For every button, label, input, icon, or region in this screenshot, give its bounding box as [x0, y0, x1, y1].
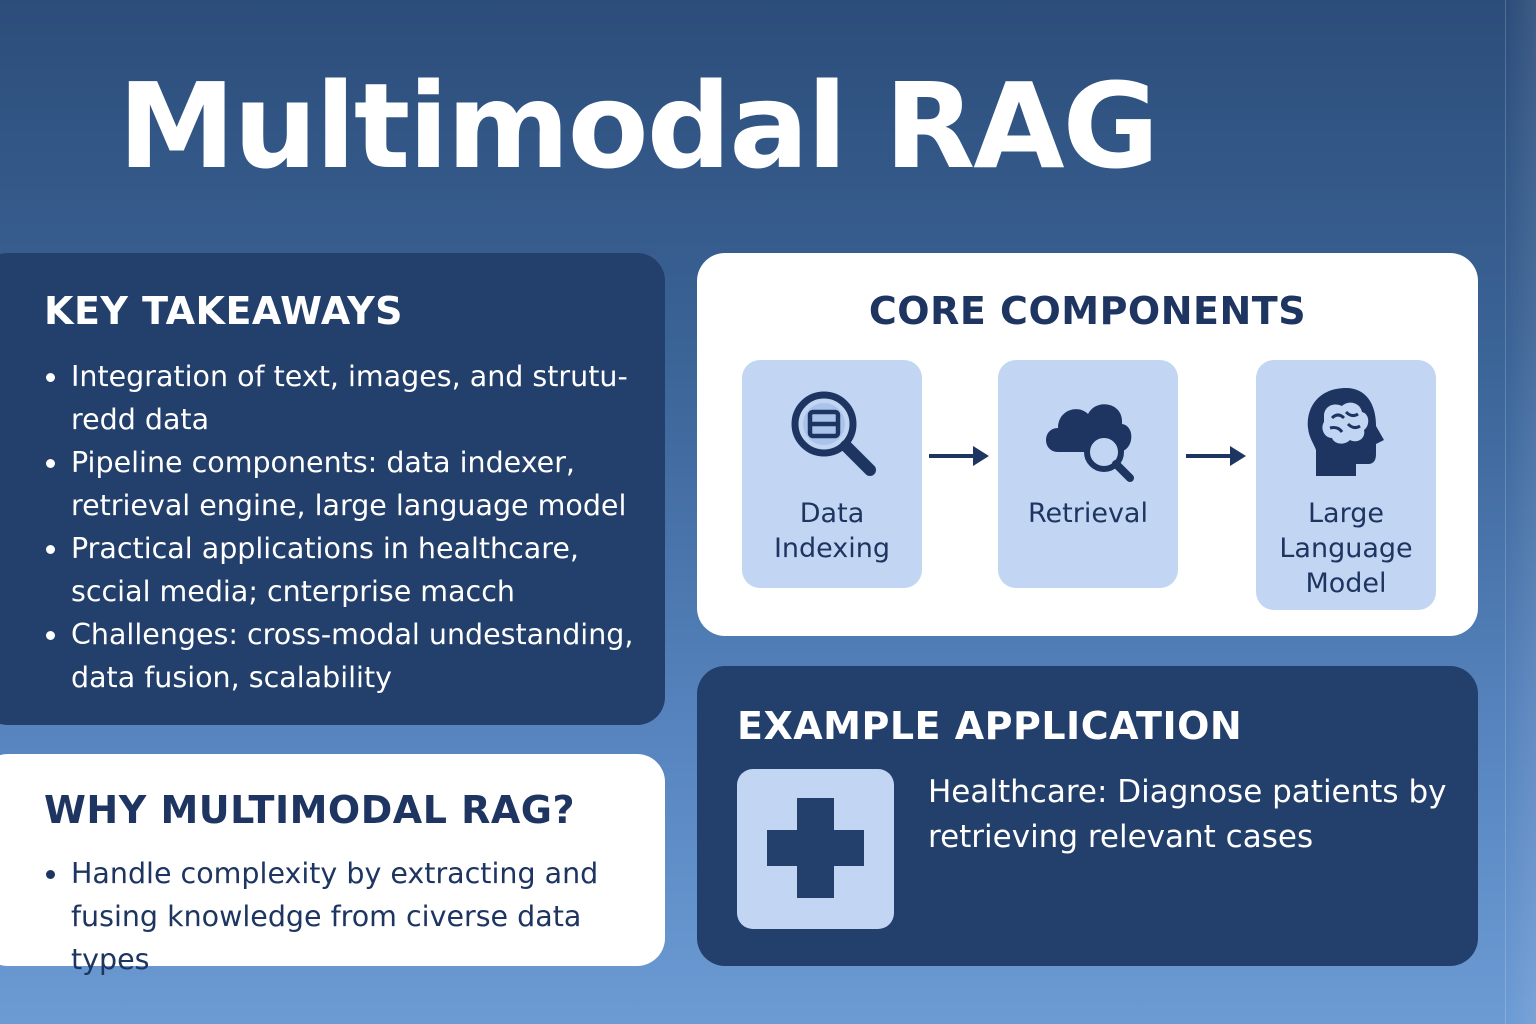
list-item: Handle complexity by extracting and fusi… — [44, 852, 655, 981]
core-components-heading: CORE COMPONENTS — [868, 289, 1307, 333]
arrow-right-icon — [1186, 446, 1246, 466]
list-item: Integration of text, images, and strutu-… — [44, 355, 645, 441]
component-data-indexing: Data Indexing — [742, 360, 922, 588]
cloud-search-icon — [1046, 404, 1134, 482]
key-takeaways-heading: KEY TAKEAWAYS — [44, 289, 404, 333]
example-application-card: EXAMPLE APPLICATION Healthcare: Diagnose… — [697, 666, 1478, 966]
component-label: Large Language Model — [1279, 498, 1413, 599]
why-heading: WHY MULTIMODAL RAG? — [44, 788, 576, 832]
component-large-language-model: Large Language Model — [1256, 360, 1436, 610]
component-label: Data Indexing — [773, 498, 891, 564]
page-title: Multimodal RAG — [118, 57, 1159, 195]
why-list: Handle complexity by extracting and fusi… — [44, 852, 655, 981]
list-item: Pipeline components: data indexer, retri… — [44, 441, 645, 527]
list-item: Practical applications in healthcare, sc… — [44, 527, 645, 613]
example-heading: EXAMPLE APPLICATION — [737, 704, 1243, 748]
component-retrieval: Retrieval — [998, 360, 1178, 588]
example-description: Healthcare: Diagnose patients by retriev… — [928, 774, 1447, 855]
key-takeaways-list: Integration of text, images, and strutu-… — [44, 355, 645, 699]
component-label: Retrieval — [1028, 498, 1148, 529]
medical-cross-icon — [767, 798, 864, 898]
key-takeaways-card: KEY TAKEAWAYS Integration of text, image… — [0, 253, 665, 725]
list-item: Challenges: cross-modal undestanding, da… — [44, 613, 645, 699]
head-brain-icon — [1307, 388, 1384, 476]
magnifier-document-icon — [791, 391, 876, 476]
arrow-right-icon — [929, 446, 989, 466]
core-components-card: CORE COMPONENTS Data Indexing Retrieval — [697, 253, 1478, 636]
frame-edge — [1505, 0, 1536, 1024]
why-multimodal-card: WHY MULTIMODAL RAG? Handle complexity by… — [0, 754, 665, 976]
medical-icon-box — [737, 769, 894, 929]
